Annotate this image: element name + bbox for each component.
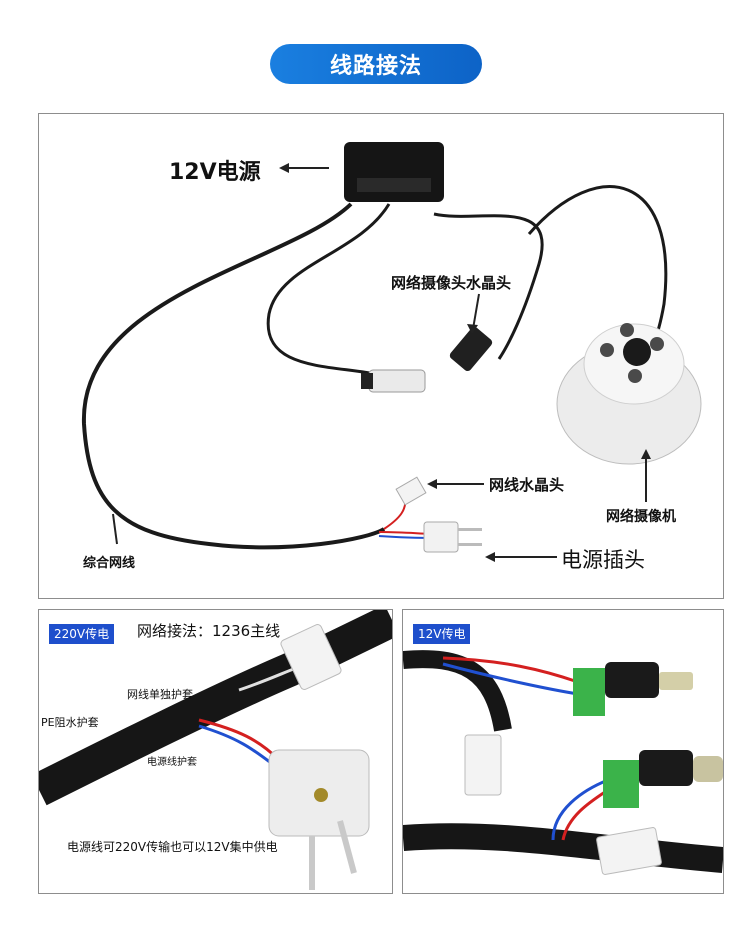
net-sheath-label: 网线单独护套 — [127, 688, 193, 701]
pe-sheath-label: PE阻水护套 — [41, 716, 99, 729]
wiring-photo — [81, 142, 702, 562]
section-title: 线路接法 — [270, 44, 482, 84]
power-supply-label: 12V电源 — [169, 160, 261, 185]
badge-220v: 220V传电 — [49, 624, 115, 644]
camera-label: 网络摄像机 — [606, 509, 676, 525]
power-sheath-label: 电源线护套 — [147, 757, 197, 768]
power-plug-label: 电源插头 — [561, 548, 645, 572]
camera-connector-label: 网络摄像头水晶头 — [391, 274, 512, 292]
panel-220v: 220V传电 网络接法：1236主线 网线单独护套 PE阻水护套 电源线护套 电… — [38, 609, 393, 894]
composite-cable-label: 综合网线 — [83, 556, 136, 571]
panel-12v: 12V传电 — [402, 609, 724, 894]
badge-12v: 12V传电 — [413, 624, 471, 644]
cable-220v-photo — [39, 610, 392, 890]
cable-12v-photo — [403, 650, 723, 875]
wiring-method-heading: 网络接法：1236主线 — [137, 622, 281, 640]
network-connector-label: 网线水晶头 — [489, 476, 565, 494]
wiring-diagram-panel: 12V电源 网络摄像头水晶头 网线水晶头 网络摄像机 综合网线 电源插头 — [38, 113, 724, 599]
power-line-caption: 电源线可220V传输也可以12V集中供电 — [67, 840, 278, 854]
